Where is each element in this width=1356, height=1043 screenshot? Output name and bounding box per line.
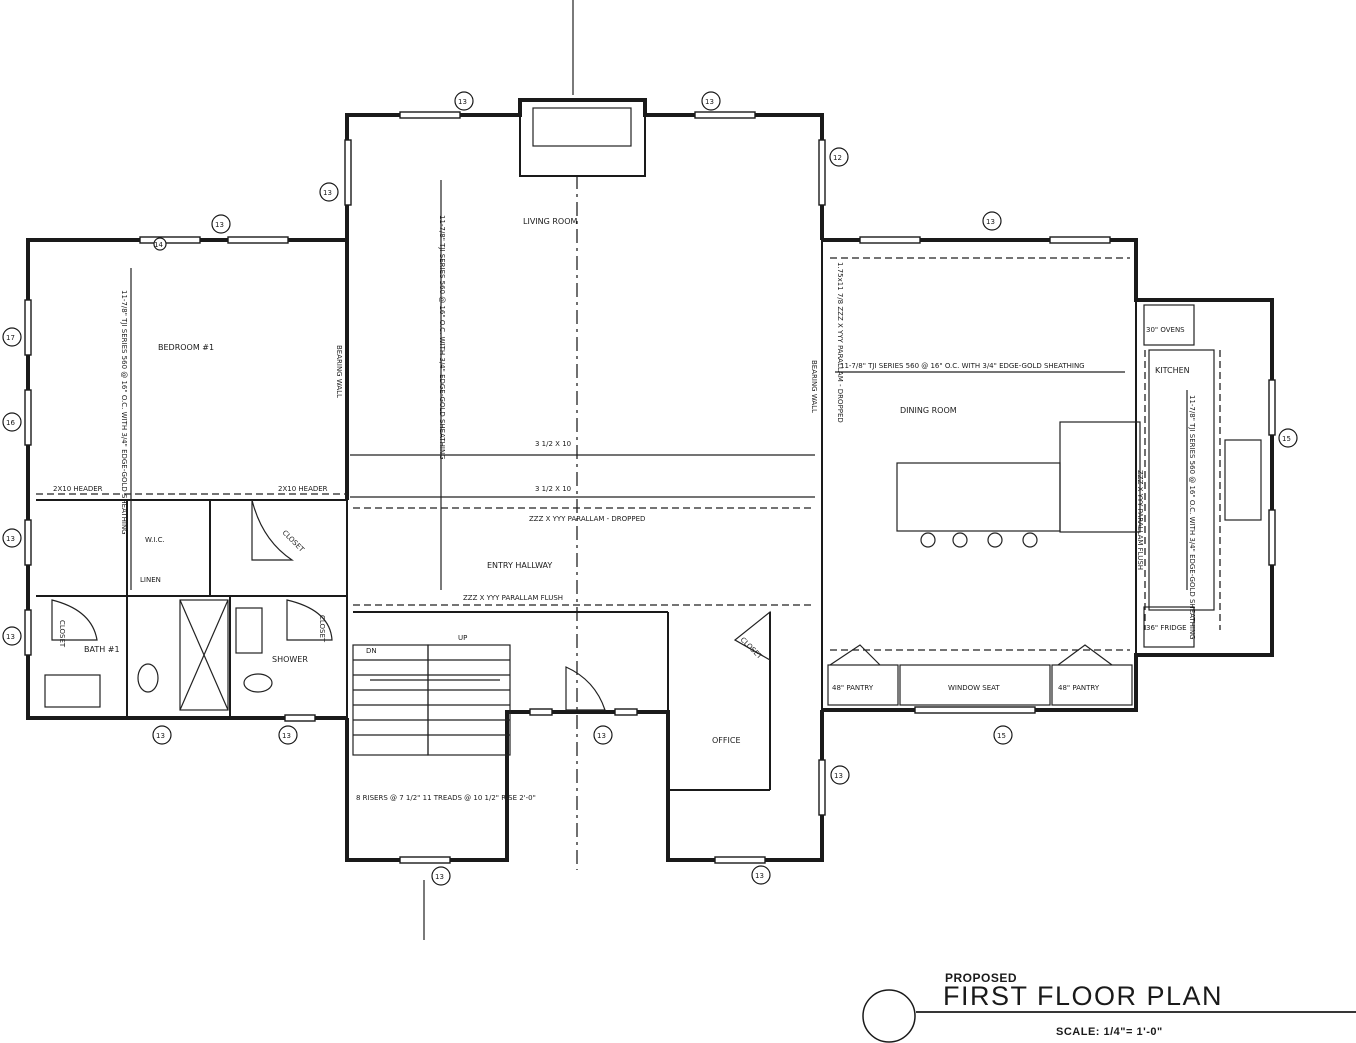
- note-joist-dining: 11-7/8" TJI SERIES 560 @ 16" O.C. WITH 3…: [840, 362, 1085, 370]
- title-scale: SCALE: 1/4"= 1'-0": [1056, 1026, 1163, 1038]
- note-beam-entry: ZZZ X YYY PARALLAM - DROPPED: [529, 515, 645, 523]
- svg-text:13: 13: [705, 98, 714, 106]
- structural-notes: BEARING WALL BEARING WALL 11-7/8" TJI SE…: [53, 215, 1196, 802]
- svg-text:13: 13: [986, 218, 995, 226]
- window-tag: 15: [1278, 428, 1298, 448]
- note-beam-label-b: 3 1/2 X 10: [535, 485, 571, 493]
- note-header-mid: 2X10 HEADER: [278, 485, 328, 493]
- note-beam-dining: 1.75x11 7/8 ZZZ X YYY PARALLAM - DROPPED: [836, 262, 844, 423]
- svg-text:13: 13: [282, 732, 291, 740]
- note-linen: LINEN: [140, 576, 161, 584]
- joist-arrows: [130, 180, 1188, 590]
- svg-text:13: 13: [755, 872, 764, 880]
- window-tag: 13: [211, 214, 231, 234]
- window-tag: 13: [751, 865, 771, 885]
- label-bath: BATH #1: [84, 645, 120, 654]
- window-tag: 13: [319, 182, 339, 202]
- label-kitchen: KITCHEN: [1155, 366, 1190, 375]
- window-tag: 14: [153, 237, 167, 251]
- label-pantry-right: 48" PANTRY: [1058, 684, 1100, 692]
- window-tag: 13: [431, 866, 451, 886]
- note-beam-kitchen: ZZZ X YYY PARALLAM FLUSH: [1136, 470, 1144, 570]
- note-dn: DN: [366, 647, 377, 655]
- center-axis-lines: [423, 0, 578, 940]
- svg-text:12: 12: [833, 154, 842, 162]
- note-fridge: 36" FRIDGE: [1146, 624, 1187, 632]
- note-joist-bedroom: 11-7/8" TJI SERIES 560 @ 16" O.C. WITH 3…: [120, 290, 128, 535]
- title-main: FIRST FLOOR PLAN: [943, 981, 1223, 1011]
- windows: [24, 111, 1276, 864]
- window-tags: 13 13 13 17 16 13 13 13 12 13 15 15 13 1…: [2, 91, 1298, 886]
- window-tag: 13: [454, 91, 474, 111]
- svg-text:13: 13: [323, 189, 332, 197]
- title-block: PROPOSED FIRST FLOOR PLAN SCALE: 1/4"= 1…: [862, 971, 1356, 1043]
- room-labels: LIVING ROOM BEDROOM #1 DINING ROOM KITCH…: [84, 217, 1190, 745]
- label-pantry-left: 48" PANTRY: [832, 684, 874, 692]
- interior-walls: [36, 240, 1137, 791]
- svg-text:13: 13: [6, 633, 15, 641]
- label-entry-hallway: ENTRY HALLWAY: [487, 561, 552, 570]
- window-tag: 13: [830, 765, 850, 785]
- doors: [51, 499, 771, 711]
- note-joist-living: 11-7/8" TJI SERIES 560 @ 16" O.C. WITH 3…: [438, 215, 446, 460]
- svg-text:15: 15: [1282, 435, 1291, 443]
- note-bearing-wall-left: BEARING WALL: [335, 345, 343, 398]
- window-tag: 16: [2, 412, 22, 432]
- svg-text:13: 13: [215, 221, 224, 229]
- note-joist-kitchen: 11-7/8" TJI SERIES 560 @ 16" O.C. WITH 3…: [1188, 395, 1196, 640]
- note-header-left: 2X10 HEADER: [53, 485, 103, 493]
- window-tag: 13: [2, 626, 22, 646]
- svg-text:14: 14: [154, 241, 163, 249]
- svg-text:13: 13: [597, 732, 606, 740]
- pantries: [827, 644, 1133, 706]
- note-beam-flush: ZZZ X YYY PARALLAM FLUSH: [463, 594, 563, 602]
- svg-text:16: 16: [6, 419, 15, 427]
- label-dining-room: DINING ROOM: [900, 406, 957, 415]
- window-tag: 12: [829, 147, 849, 167]
- note-closet-c: CLOSET: [318, 615, 326, 643]
- label-bedroom: BEDROOM #1: [158, 343, 214, 352]
- label-living-room: LIVING ROOM: [523, 217, 578, 226]
- note-wall-ovens: 30" OVENS: [1146, 326, 1185, 334]
- exterior-walls: [26, 98, 1274, 862]
- label-window-seat: WINDOW SEAT: [948, 684, 1000, 692]
- window-tag: 13: [2, 528, 22, 548]
- window-tag: 13: [152, 725, 172, 745]
- note-closet-d: CLOSET: [739, 636, 764, 661]
- svg-text:13: 13: [435, 873, 444, 881]
- window-tag: 13: [701, 91, 721, 111]
- label-wic: W.I.C.: [145, 536, 165, 544]
- label-office: OFFICE: [712, 736, 741, 745]
- note-beam-label-a: 3 1/2 X 10: [535, 440, 571, 448]
- window-tag: 13: [982, 211, 1002, 231]
- structure-dashes: [36, 257, 1221, 651]
- note-up: UP: [458, 634, 467, 642]
- note-closet-a: CLOSET: [281, 529, 306, 554]
- title-prefix: PROPOSED: [945, 971, 1017, 985]
- bath-fixtures: [44, 599, 273, 711]
- svg-text:13: 13: [458, 98, 467, 106]
- note-closet-b: CLOSET: [58, 620, 66, 648]
- window-tag: 13: [593, 725, 613, 745]
- svg-text:13: 13: [156, 732, 165, 740]
- svg-text:13: 13: [834, 772, 843, 780]
- title-circle: [862, 989, 916, 1043]
- window-tag: 15: [993, 725, 1013, 745]
- svg-text:15: 15: [997, 732, 1006, 740]
- svg-text:17: 17: [6, 334, 15, 342]
- window-tag: 17: [2, 327, 22, 347]
- svg-text:13: 13: [6, 535, 15, 543]
- staircase: [352, 644, 511, 756]
- note-stairs: 8 RISERS @ 7 1/2" 11 TREADS @ 10 1/2" RI…: [356, 794, 536, 802]
- note-bearing-wall-right: BEARING WALL: [810, 360, 818, 413]
- kitchen-island: [896, 304, 1262, 648]
- window-tag: 13: [278, 725, 298, 745]
- label-shower: SHOWER: [272, 655, 308, 664]
